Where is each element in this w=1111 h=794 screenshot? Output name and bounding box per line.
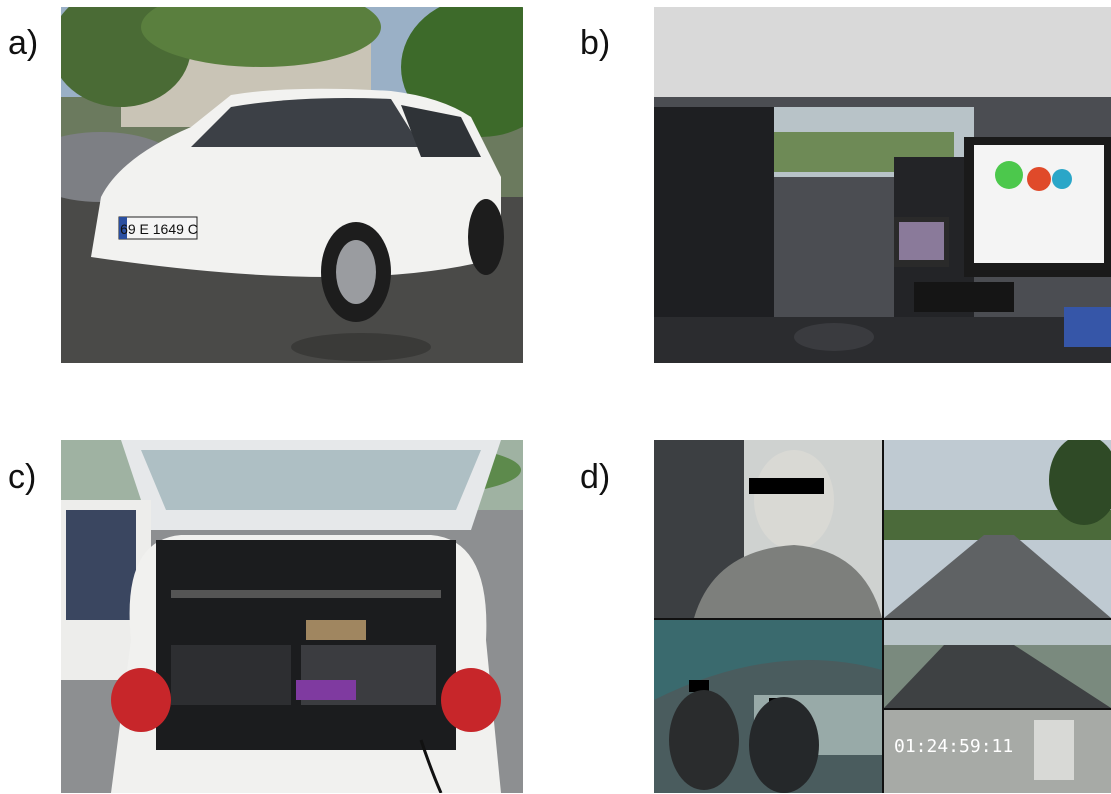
- photo-trunk-equipment: [61, 440, 523, 793]
- panel-label-a: a): [8, 24, 39, 62]
- video-timestamp: 01:24:59:11: [894, 736, 1013, 757]
- photo-car-interior: [654, 7, 1111, 363]
- panel-label-c: c): [8, 458, 37, 496]
- panel-label-d: d): [580, 458, 611, 496]
- license-plate-text: 69 E 1649 C: [120, 221, 198, 237]
- panel-label-b: b): [580, 24, 611, 62]
- photo-car-exterior: 69 E 1649 C: [61, 7, 523, 363]
- photo-video-quadview: 01:24:59:11: [654, 440, 1111, 793]
